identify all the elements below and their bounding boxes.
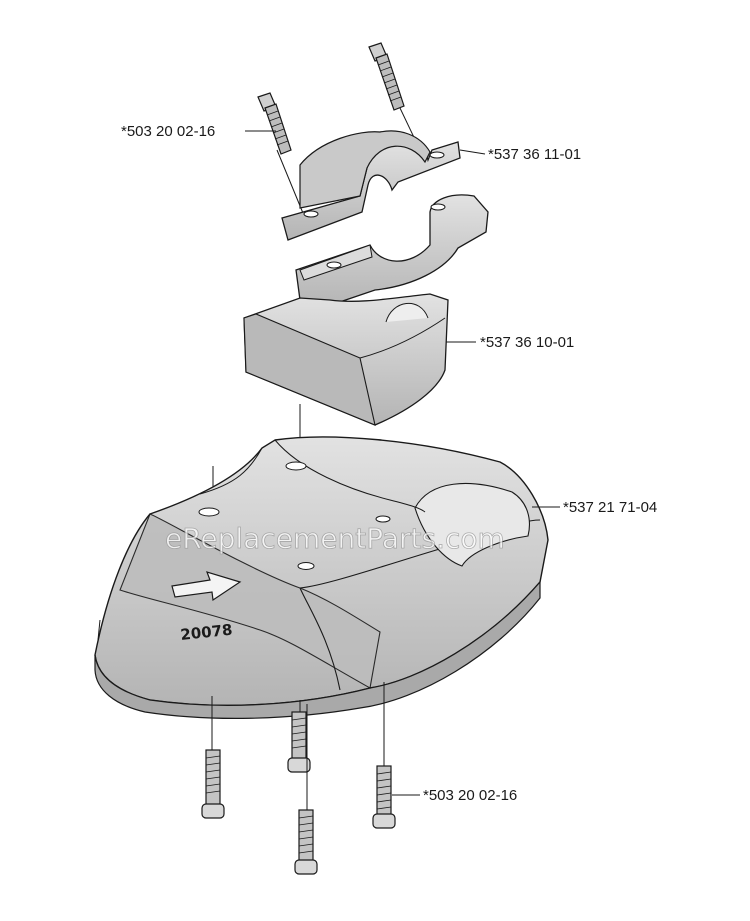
label-clamp-537-36-11-01: *537 36 11-01: [488, 146, 581, 163]
label-screw-503-20-02-16-bottom: *503 20 02-16: [423, 787, 517, 804]
upper-clamp: [281, 130, 461, 241]
watermark-text: eReplacementParts.com: [165, 522, 505, 555]
label-screw-503-20-02-16-top: *503 20 02-16: [121, 123, 215, 140]
bottom-screw-center-upper: [287, 700, 311, 773]
bottom-screw-right: [372, 682, 396, 829]
label-bracket-537-36-10-01: *537 36 10-01: [480, 334, 574, 351]
callout-leaders: [245, 130, 560, 796]
label-guard-537-21-71-04: *537 21 71-04: [563, 499, 657, 516]
rotation-arrow-icon: [171, 571, 242, 602]
lower-clamp: [295, 194, 489, 309]
top-screw-left: [257, 92, 306, 219]
bottom-screw-center-lower: [294, 704, 318, 875]
guard-stamp-text: 20078: [180, 621, 234, 644]
bottom-screw-left: [201, 696, 225, 819]
trimmer-guard: [94, 436, 549, 719]
guard-bracket: [243, 293, 449, 426]
top-screw-right: [368, 42, 421, 151]
